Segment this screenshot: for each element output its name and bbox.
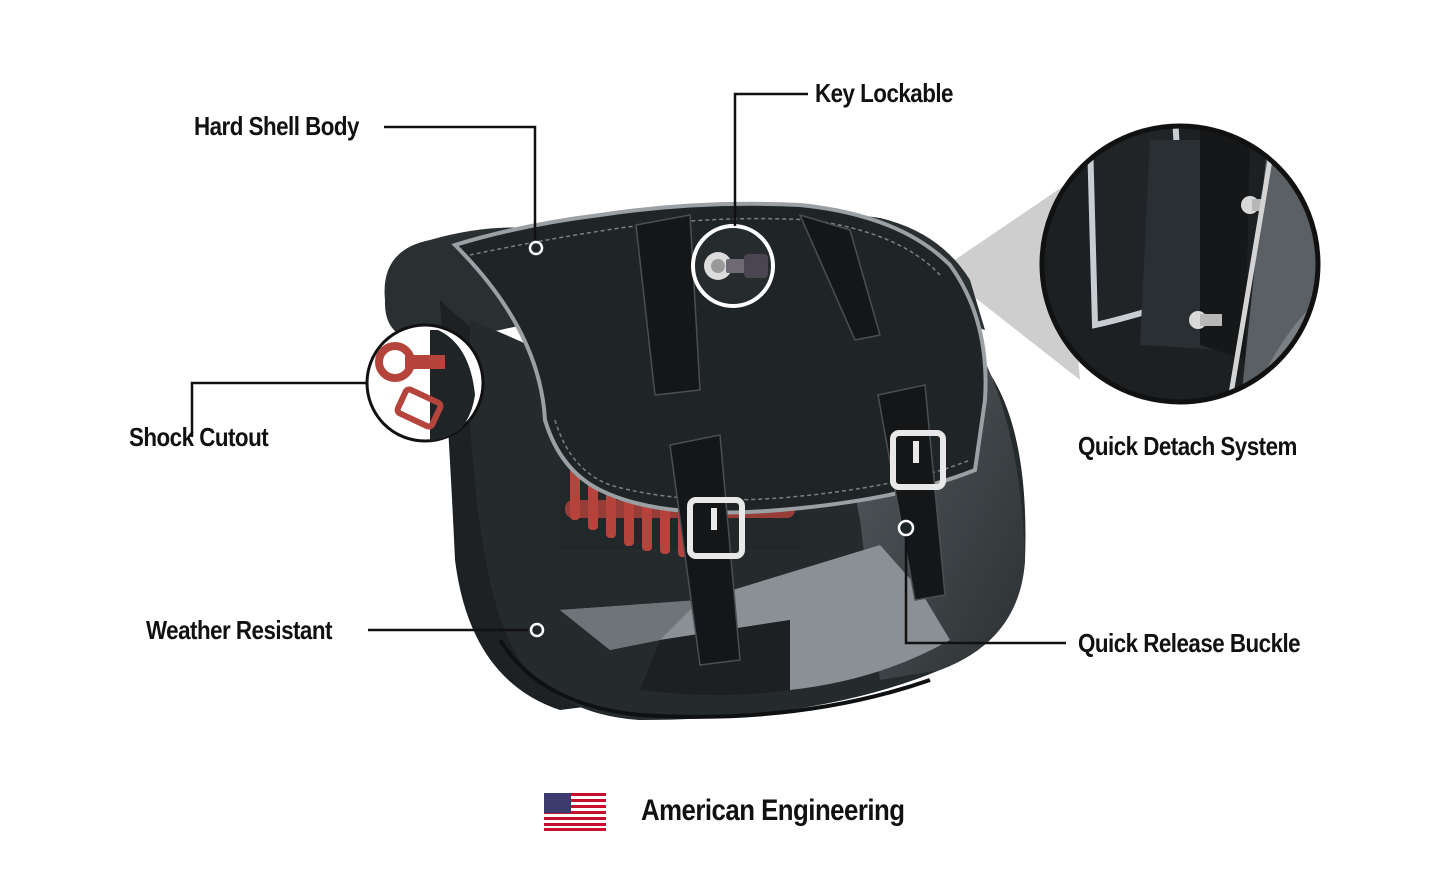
us-flag-icon — [544, 793, 606, 831]
buckle-right — [890, 430, 946, 490]
footer-american-engineering: American Engineering — [641, 794, 905, 827]
leader-quick-release — [904, 537, 1066, 645]
leader-key-lockable — [733, 92, 808, 226]
buckle-left — [687, 497, 745, 559]
leader-hard-shell — [384, 125, 537, 240]
leader-shock-cutout — [190, 381, 367, 437]
interior-cutaway — [560, 545, 950, 690]
label-key-lockable: Key Lockable — [815, 78, 953, 108]
marker-hard-shell — [528, 240, 544, 256]
marker-dots — [528, 240, 915, 638]
label-weather-resistant: Weather Resistant — [146, 615, 332, 645]
marker-quick-release — [897, 519, 915, 537]
label-hard-shell-body: Hard Shell Body — [194, 111, 359, 141]
key-lock-inset — [691, 224, 775, 308]
quick-detach-inset — [1039, 123, 1321, 405]
shock-cutout-inset — [365, 323, 485, 443]
marker-weather-resistant — [529, 622, 545, 638]
strap-left — [635, 214, 741, 666]
label-quick-release-buckle: Quick Release Buckle — [1078, 628, 1301, 658]
label-quick-detach-system: Quick Detach System — [1078, 431, 1297, 461]
leader-lines — [190, 92, 1066, 645]
label-shock-cutout: Shock Cutout — [129, 422, 269, 452]
